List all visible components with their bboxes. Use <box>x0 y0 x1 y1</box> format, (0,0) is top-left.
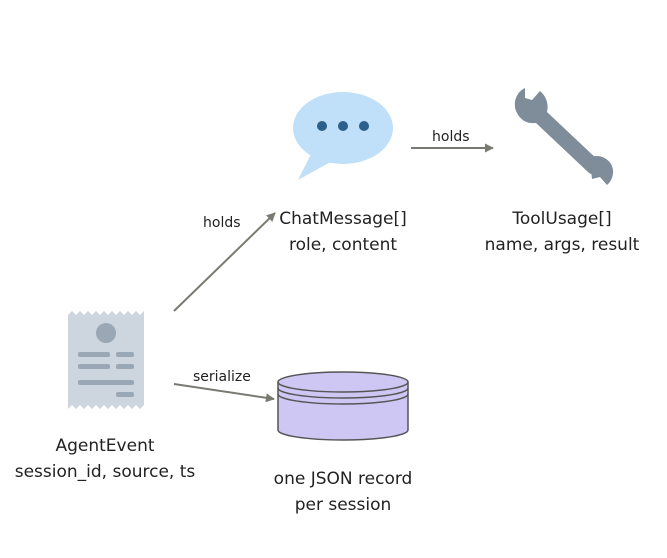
node-chat-message-title: ChatMessage[] <box>279 209 407 229</box>
node-chat-message: ChatMessage[] role, content <box>263 206 423 258</box>
node-json-record: one JSON record per session <box>258 466 428 518</box>
database-icon <box>277 371 409 441</box>
receipt-document-icon <box>68 311 144 409</box>
wrench-icon <box>514 88 614 185</box>
node-agent-event-fields: session_id, source, ts <box>14 462 196 482</box>
node-json-record-title: one JSON record <box>273 469 413 489</box>
node-tool-usage: ToolUsage[] name, args, result <box>477 206 647 258</box>
node-json-record-fields: per session <box>294 495 392 515</box>
edge-label-event-to-record: serialize <box>193 369 251 385</box>
chat-bubble-icon <box>293 92 393 180</box>
edge-label-chat-to-tool: holds <box>432 129 470 145</box>
node-agent-event: AgentEvent session_id, source, ts <box>10 433 200 485</box>
node-agent-event-title: AgentEvent <box>55 436 155 456</box>
node-chat-message-fields: role, content <box>288 235 398 255</box>
node-tool-usage-title: ToolUsage[] <box>512 209 612 229</box>
node-tool-usage-fields: name, args, result <box>484 235 640 255</box>
arrow-event-to-record <box>173 383 275 403</box>
edge-label-event-to-chat: holds <box>203 215 241 231</box>
arrow-event-to-chat <box>173 212 276 312</box>
